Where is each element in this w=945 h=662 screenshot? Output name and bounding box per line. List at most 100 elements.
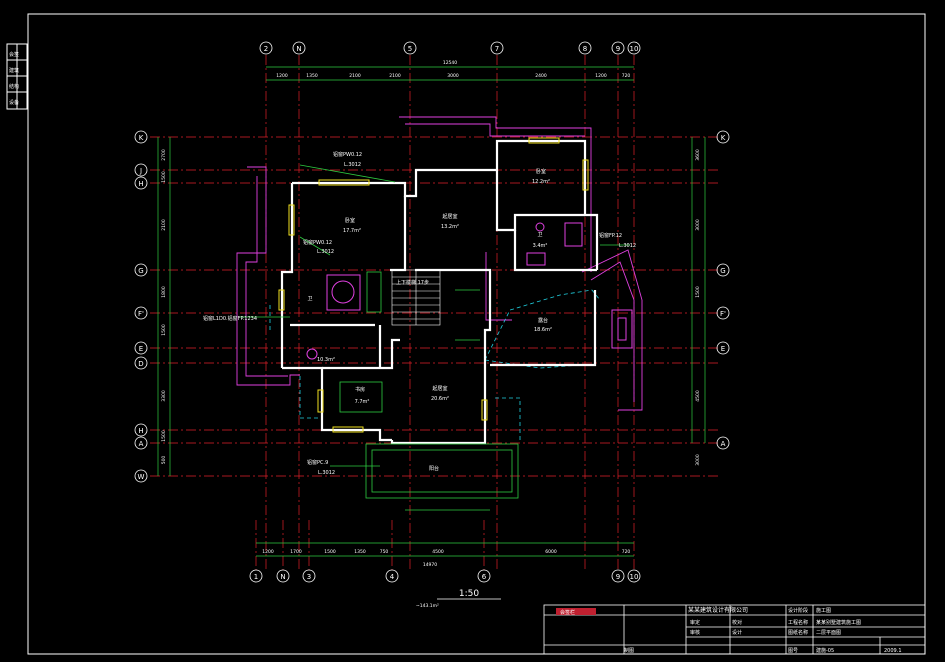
room-area: 18.6m² <box>534 327 552 333</box>
room-name: 起居室 <box>442 213 457 220</box>
stage-value: 施工图 <box>816 607 831 614</box>
left-strip-label: 建筑 <box>9 67 19 74</box>
row-axis-right <box>716 130 730 450</box>
room-area: 3.4m² <box>533 243 548 249</box>
column-axis-bottom <box>249 569 641 583</box>
role-label: 审核 <box>690 629 700 636</box>
left-strip-label: 会签 <box>9 51 19 58</box>
axis-label: A <box>139 440 144 448</box>
walls <box>280 139 599 445</box>
room-labels: 卧室 17.7m² 起居室 13.2m² 卧室 12.2m² 卫 3.4m² 卫… <box>307 168 552 472</box>
axis-label: J <box>139 167 142 175</box>
axis-label: F' <box>138 310 144 318</box>
project-name: 某某别墅建筑施工图 <box>816 619 861 626</box>
dim-left: 500 <box>161 456 167 465</box>
left-strip-labels: 会签 建筑 结构 设备 <box>9 51 19 106</box>
room-area: 7.7m² <box>355 399 370 405</box>
dim-top: 720 <box>622 73 631 79</box>
role-label: 校对 <box>732 619 742 626</box>
room-name: 起居室 <box>432 385 447 392</box>
room-name: 卧室 <box>345 217 355 224</box>
callout-text: L.3012 <box>619 243 636 249</box>
room-name: 露台 <box>538 317 548 324</box>
scale-label: 1:50 <box>459 589 479 599</box>
axis-label: H <box>138 180 143 188</box>
company-name: 某某建筑设计有限公司 <box>688 606 748 614</box>
dim-left: 1500 <box>161 171 167 183</box>
stamp-box <box>556 608 596 615</box>
room-name: 卫 <box>537 232 542 238</box>
room-area: 20.6m² <box>431 396 449 402</box>
drawing-label: 图纸名称 <box>788 629 808 636</box>
axis-label: W <box>138 473 145 481</box>
row-axis-right-labels: K G F' E A <box>720 134 726 448</box>
stamp-label: 会签栏 <box>560 609 575 616</box>
axis-label: 2 <box>264 45 268 53</box>
dim-total-top: 12540 <box>443 60 457 66</box>
axis-label: 9 <box>616 573 620 581</box>
sheet-number: 建施-05 <box>816 647 834 654</box>
room-area: 10.3m² <box>317 357 335 363</box>
dim-left: 1800 <box>161 286 167 298</box>
callouts: 铝窗PW0.12 L.3012 铝窗PW0.12 L.3012 铝窗FP.12 … <box>203 151 636 476</box>
callout-text: L.3012 <box>318 470 335 476</box>
dim-right: 4500 <box>695 390 701 402</box>
drawing-name: 二层平面图 <box>816 630 841 636</box>
dim-right: 3600 <box>695 149 701 161</box>
column-axis-top <box>259 41 641 55</box>
room-area: 13.2m² <box>441 224 459 230</box>
callout-text: 铝窗PW0.12 <box>303 239 332 246</box>
dim-bottom: 4500 <box>432 549 444 555</box>
room-area: 12.2m² <box>532 179 550 185</box>
left-strip-label: 设备 <box>9 99 19 106</box>
callout-text: 铝窗PC.9 <box>307 459 328 466</box>
dim-left: 2700 <box>161 149 167 161</box>
project-label: 工程名称 <box>788 619 808 626</box>
dim-top: 2400 <box>535 73 547 79</box>
title-block <box>543 604 926 655</box>
axis-label: H <box>138 427 143 435</box>
dimension-lines <box>157 66 706 557</box>
dim-left: 2100 <box>161 219 167 231</box>
callout-text: 铝窗L1D0.铝窗FP.1234 <box>203 315 257 322</box>
axis-label: K <box>139 134 144 142</box>
axis-label: A <box>721 440 726 448</box>
dim-bottom: 1500 <box>324 549 336 555</box>
row-axis-left-labels: K J H G F' E D H A W <box>138 134 145 481</box>
scale-block: 1:50 ~143.1m² <box>416 589 501 609</box>
date-value: 2009.1 <box>884 648 902 654</box>
dim-right: 1500 <box>695 286 701 298</box>
axis-label: E <box>139 345 143 353</box>
column-axis-top-labels: 2 N 5 7 8 9 10 <box>264 45 639 53</box>
callout-text: 上下楼梯 17步 <box>396 279 429 286</box>
role-label: 制图 <box>624 647 634 654</box>
windows <box>278 137 589 433</box>
axis-label: 8 <box>583 45 587 53</box>
dimension-text-vertical: 2700 1500 2100 1800 1500 3300 1500 500 3… <box>161 149 701 466</box>
row-axis-left <box>134 130 148 483</box>
roof-outline <box>236 116 643 411</box>
dim-bottom: 720 <box>622 549 631 555</box>
axis-label: 3 <box>307 573 311 581</box>
axis-label: N <box>296 45 301 53</box>
axis-label: G <box>138 267 143 275</box>
left-strip-label: 结构 <box>9 83 19 90</box>
room-name: 卧室 <box>536 168 546 175</box>
dim-top: 1350 <box>306 73 318 79</box>
axis-label: E <box>721 345 725 353</box>
room-area: 17.7m² <box>343 228 361 234</box>
dimension-text: 12540 1200 1350 2100 2100 3000 2400 1200… <box>262 60 630 568</box>
dim-left: 3300 <box>161 390 167 402</box>
callout-text: 铝窗PW0.12 <box>333 151 362 158</box>
callout-text: L.3012 <box>317 249 334 255</box>
callout-text: L.3012 <box>344 162 361 168</box>
dim-total-bottom: 14970 <box>423 562 437 568</box>
dim-bottom: 750 <box>380 549 389 555</box>
area-note: ~143.1m² <box>416 603 439 609</box>
dim-right: 3000 <box>695 454 701 466</box>
fixtures <box>240 164 630 499</box>
axis-label: F' <box>720 310 726 318</box>
dim-left: 1500 <box>161 324 167 336</box>
axis-label: D <box>138 360 143 368</box>
axis-grid <box>150 55 720 570</box>
